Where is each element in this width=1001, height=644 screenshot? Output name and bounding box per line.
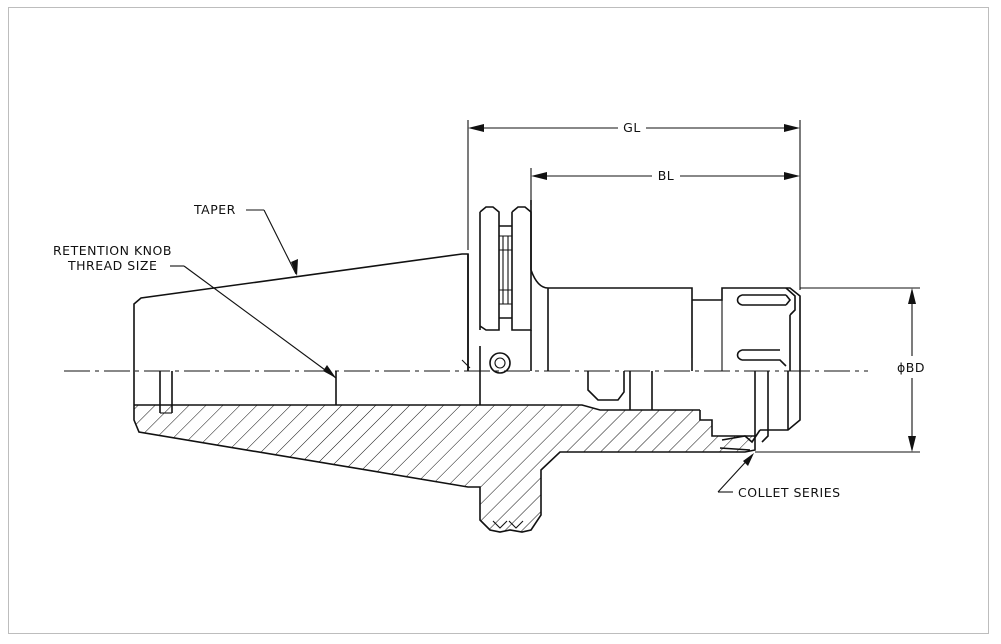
flange-groove — [499, 235, 512, 305]
taper-outline — [133, 253, 469, 371]
knob-mark — [461, 359, 471, 369]
collet-detail — [719, 429, 761, 451]
section-hatch — [134, 405, 755, 532]
section-outline — [133, 371, 756, 533]
flange-notch — [492, 520, 524, 529]
taper-label: TAPER — [193, 202, 236, 217]
body-outline — [530, 200, 801, 371]
flange-outline — [467, 206, 532, 371]
bd-label: ϕBD — [897, 360, 925, 375]
collet-section — [587, 371, 789, 443]
retention-knob-label-line1: RETENTION KNOB — [53, 243, 172, 258]
taper-leader — [246, 209, 298, 276]
retention-knob-leader — [170, 265, 337, 379]
dimension-bd — [755, 287, 920, 453]
dimension-gl — [467, 120, 801, 290]
retention-knob-label-line2: THREAD SIZE — [67, 258, 157, 273]
dimension-bl — [530, 168, 800, 205]
collet-nut-lower — [736, 349, 801, 431]
collet-series-label: COLLET SERIES — [738, 485, 841, 500]
drive-slot-circle — [489, 352, 511, 374]
gl-label: GL — [623, 120, 641, 135]
collet-nut — [736, 287, 796, 371]
drive-slot-inner — [494, 357, 506, 369]
collet-series-leader — [717, 453, 754, 493]
bl-label: BL — [658, 168, 675, 183]
